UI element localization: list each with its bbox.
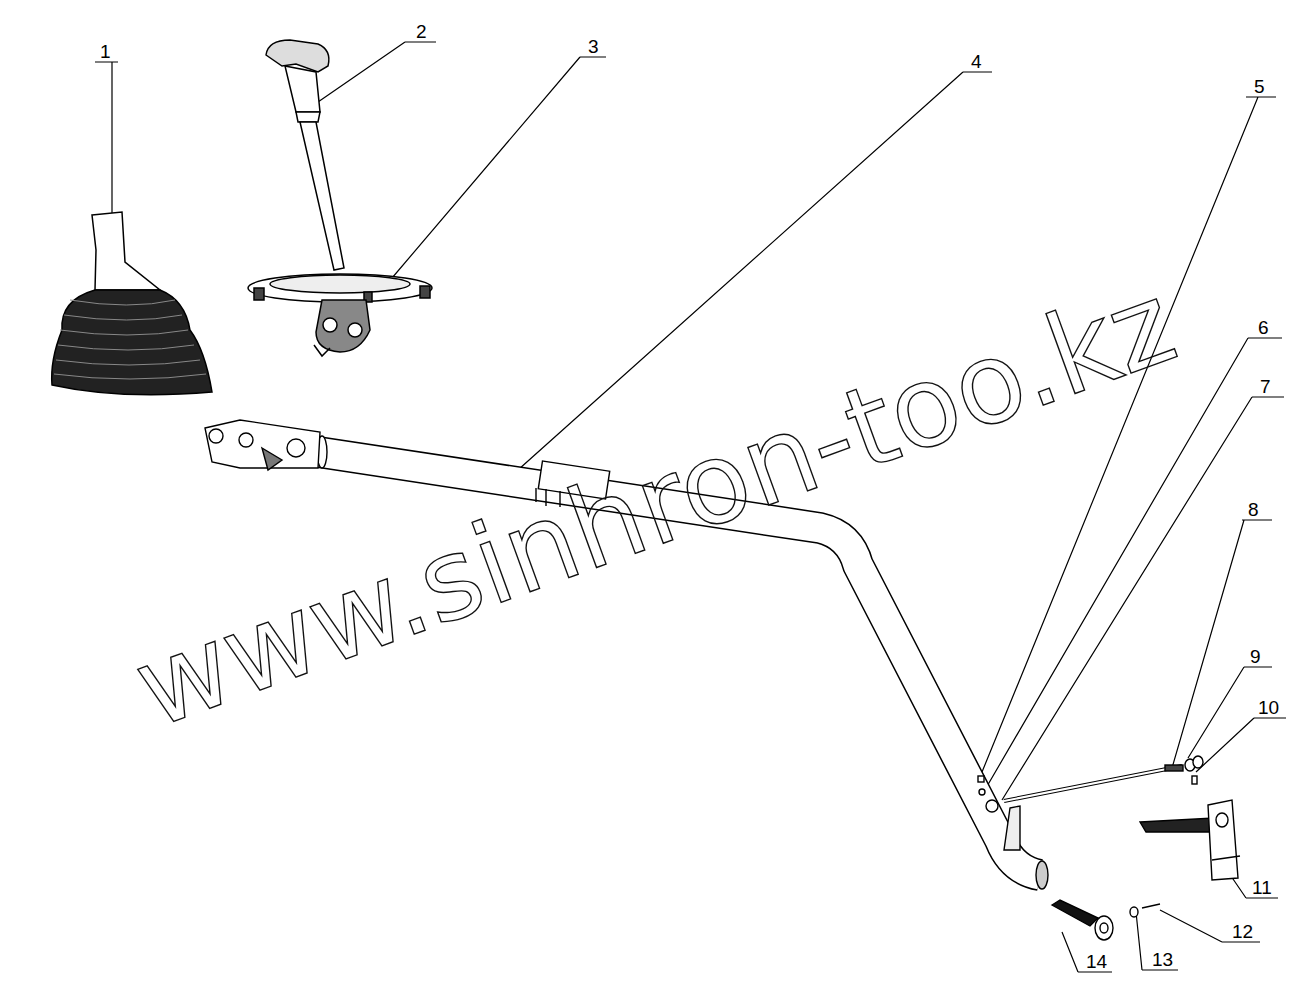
callout-number: 9 <box>1250 647 1261 666</box>
callout-number: 5 <box>1254 77 1265 96</box>
callout-number: 2 <box>416 22 427 41</box>
callout-number: 14 <box>1086 952 1107 971</box>
callout-number: 10 <box>1258 698 1279 717</box>
callout-number: 12 <box>1232 922 1253 941</box>
callout-number: 6 <box>1258 318 1269 337</box>
watermark: www.sinhron-too.kz <box>122 265 1188 744</box>
callout-number: 7 <box>1260 377 1271 396</box>
callout-number: 11 <box>1252 878 1272 897</box>
callout-number: 8 <box>1248 500 1259 519</box>
callout-number: 1 <box>100 42 111 61</box>
callout-number: 3 <box>588 37 599 56</box>
callout-number: 4 <box>971 52 982 71</box>
callout-number: 13 <box>1152 950 1173 969</box>
